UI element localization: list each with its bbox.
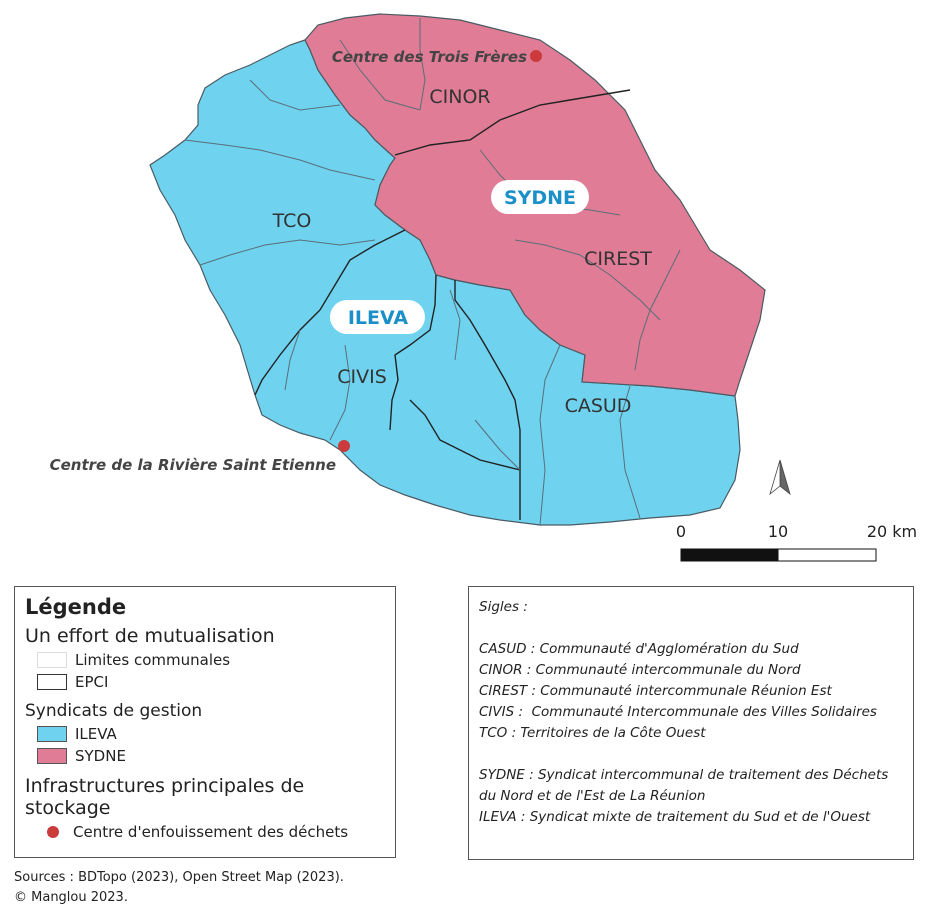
- scale-bar: 0 10 20 km: [676, 522, 917, 562]
- swatch-sydne: [37, 748, 67, 764]
- label-ileva: ILEVA: [348, 307, 409, 329]
- legend-label-ileva: ILEVA: [75, 725, 117, 743]
- north-arrow-icon: [769, 459, 791, 496]
- sigle-civis: CIVIS : Communauté Intercommunale des Vi…: [479, 704, 877, 720]
- legend-title: Légende: [25, 595, 127, 619]
- sigles-title: Sigles :: [479, 599, 528, 615]
- map: CINOR TCO CIREST CIVIS CASUD SYDNE ILEVA…: [50, 13, 917, 562]
- label-sydne: SYDNE: [504, 187, 576, 209]
- sigle-casud: CASUD : Communauté d'Agglomération du Su…: [479, 641, 799, 657]
- legend-label-sydne: SYDNE: [75, 747, 126, 765]
- dot-centre-icon: [47, 826, 59, 838]
- legend-section-infrastructures: Infrastructures principales de stockage: [25, 775, 305, 819]
- epci-boundaries: [254, 89, 631, 520]
- pill-ileva: [330, 300, 425, 334]
- copyright-line: © Manglou 2023.: [14, 890, 128, 905]
- legend-item-centre: Centre d'enfouissement des déchets: [25, 821, 385, 843]
- legend-section-mutualisation: Un effort de mutualisation: [25, 625, 275, 647]
- legend: Légende Un effort de mutualisation Limit…: [14, 586, 396, 858]
- legend-label-limites: Limites communales: [75, 651, 231, 669]
- sigle-ileva: ILEVA : Syndicat mixte de traitement du …: [479, 809, 871, 825]
- label-trois-freres: Centre des Trois Frères: [332, 48, 527, 66]
- legend-label-centre: Centre d'enfouissement des déchets: [73, 823, 349, 841]
- label-tco: TCO: [272, 210, 312, 232]
- label-civis: CIVIS: [337, 366, 387, 388]
- label-cirest: CIREST: [584, 248, 652, 270]
- legend-item-ileva: ILEVA: [25, 723, 385, 745]
- legend-item-sydne: SYDNE: [25, 745, 385, 767]
- label-casud: CASUD: [565, 395, 632, 417]
- sigles-box: Sigles : CASUD : Communauté d'Agglomérat…: [468, 586, 914, 860]
- legend-item-epci: EPCI: [25, 671, 385, 693]
- swatch-ileva: [37, 726, 67, 742]
- sigle-cinor: CINOR : Communauté intercommunale du Nor…: [479, 662, 801, 678]
- pill-sydne: [491, 180, 589, 214]
- scale-tick-20: 20 km: [867, 522, 917, 541]
- sigle-tco: TCO : Territoires de la Côte Ouest: [479, 725, 706, 741]
- sigle-cirest: CIREST : Communauté intercommunale Réuni…: [479, 683, 832, 699]
- sources: Sources : BDTopo (2023), Open Street Map…: [14, 868, 344, 908]
- swatch-epci: [37, 674, 67, 690]
- legend-item-limites: Limites communales: [25, 649, 385, 671]
- sources-line: Sources : BDTopo (2023), Open Street Map…: [14, 870, 344, 885]
- label-riviere: Centre de la Rivière Saint Etienne: [50, 456, 336, 474]
- center-riviere-marker: [338, 440, 350, 452]
- sigle-sydne-2: du Nord et de l'Est de La Réunion: [479, 788, 706, 804]
- scale-segment-white: [777, 548, 877, 562]
- scale-tick-0: 0: [676, 522, 686, 541]
- scale-tick-10: 10: [768, 522, 788, 541]
- label-cinor: CINOR: [429, 86, 490, 108]
- commune-boundaries: [184, 18, 681, 526]
- legend-label-epci: EPCI: [75, 673, 109, 691]
- scale-segment-black: [680, 548, 779, 562]
- legend-section-syndicats: Syndicats de gestion: [25, 701, 203, 721]
- center-trois-freres-marker: [530, 50, 542, 62]
- sigle-sydne-1: SYDNE : Syndicat intercommunal de traite…: [479, 767, 889, 783]
- swatch-limites: [37, 652, 67, 668]
